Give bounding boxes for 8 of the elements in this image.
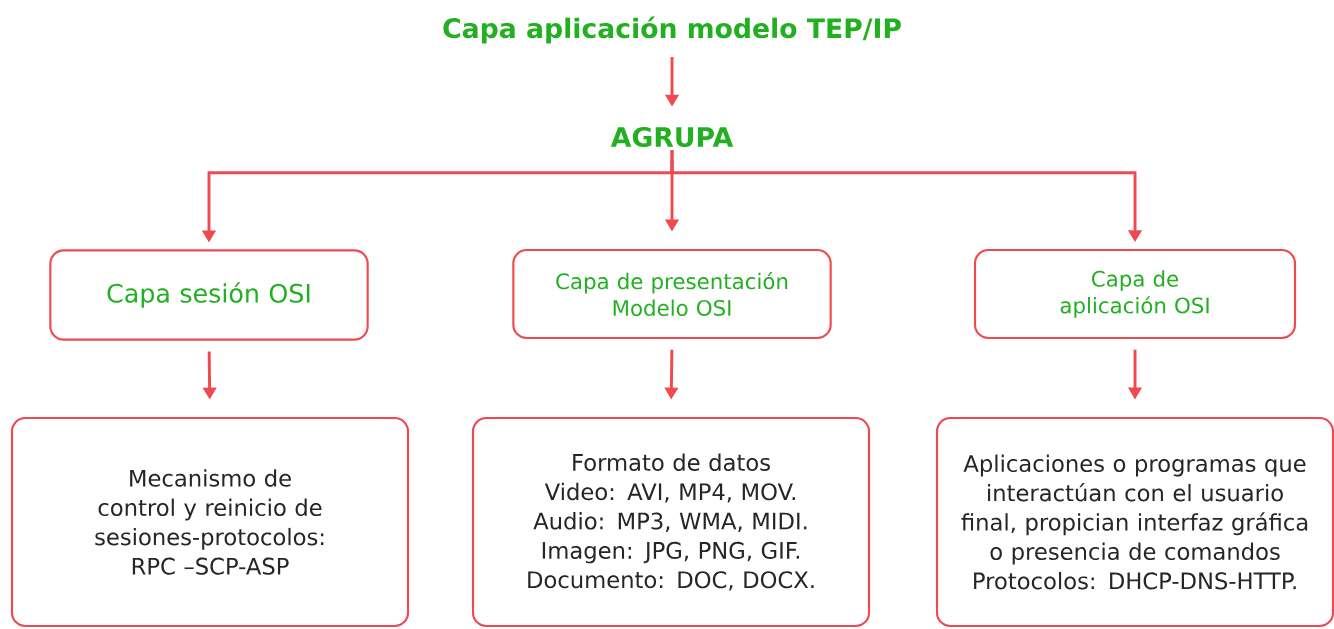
description-box: Mecanismo de control y reinicio de sesiones-protocolos: RPC –SCP-ASP [10,416,410,628]
description-box: Formato de datos Video: AVI, MP4, MOV. Audio: MP3, WMA, MIDI. Imagen: JPG, PNG, GIF. Documento: DOC, DOCX. [471,416,871,628]
description-box: Aplicaciones o programas que interactúan con el usuario final, propician interfaz gráfica o presencia de comandos Protocolos: DHCP-DNS-HTTP. [935,416,1334,628]
layer-box: Capa sesión OSI [49,249,369,341]
heading-text: Capa aplicación modelo TEP/IP [443,16,901,44]
heading-text: AGRUPA [610,126,734,148]
layer-box: Capa de aplicación OSI [973,248,1297,340]
layer-box: Capa de presentación Modelo OSI [512,248,832,340]
